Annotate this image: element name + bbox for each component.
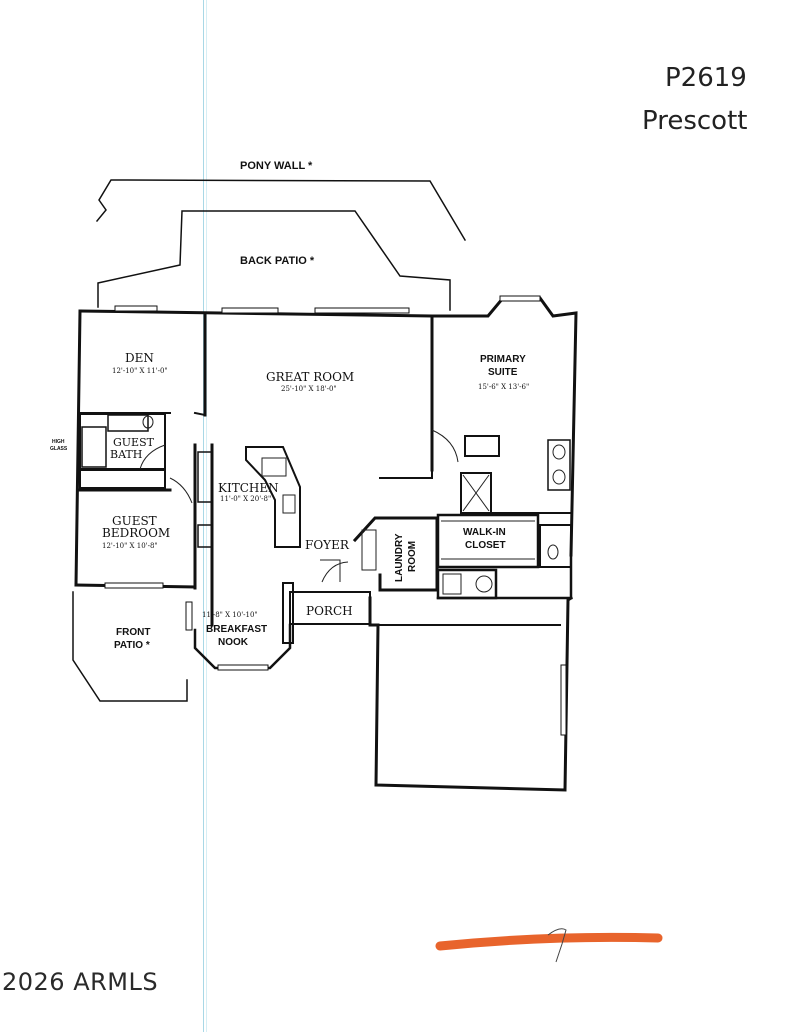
dryer	[475, 575, 493, 593]
guest-bedroom-label-1: GUEST	[112, 514, 157, 528]
guest-bath-toilet	[142, 415, 154, 429]
hall-closet	[79, 469, 166, 489]
nook-side-window	[185, 601, 193, 631]
garage-walls	[368, 595, 574, 792]
primary-suite-label-1: PRIMARY	[480, 354, 526, 365]
kitchen-label: KITCHEN	[218, 481, 279, 495]
den-door-jamb	[193, 411, 207, 417]
pony-wall	[95, 179, 467, 242]
blue-guide-line	[203, 0, 204, 1032]
foyer-closet-door	[320, 559, 341, 582]
guest-bath-tub	[81, 426, 107, 468]
breakfast-nook-label-1: BREAKFAST	[206, 624, 267, 635]
den-label: DEN	[125, 351, 154, 365]
guest-bedroom-label-2: BEDROOM	[102, 526, 170, 540]
hall-door-swing	[169, 477, 193, 504]
window-3	[314, 307, 410, 314]
primary-toilet-room	[539, 524, 572, 568]
front-patio-label-2: PATIO *	[114, 640, 150, 651]
laundry-room-label-2: ROOM	[407, 541, 418, 572]
primary-sink-1	[552, 444, 566, 460]
laundry-room-label-1: LAUNDRY	[394, 533, 405, 582]
primary-shower-x2	[462, 474, 490, 512]
guest-bath-vanity	[107, 414, 149, 432]
den-dimensions: 12'-10" X 11'-0"	[112, 367, 168, 375]
foyer-label: FOYER	[305, 538, 350, 552]
kitchen-dishwasher	[282, 494, 296, 514]
primary-suite-dimensions: 15'-6" X 13'-6"	[478, 383, 529, 391]
west-wall	[74, 309, 82, 587]
guest-bedroom-dimensions: 12'-10" X 10'-8"	[102, 542, 158, 550]
primary-sink-2	[552, 469, 566, 485]
washer	[442, 573, 462, 595]
kitchen-counter-west	[197, 451, 213, 503]
back-patio-outline	[97, 210, 451, 311]
watermark: 2026 ARMLS	[2, 968, 159, 996]
front-patio-label-1: FRONT	[116, 627, 150, 638]
primary-suite-label-2: SUITE	[488, 367, 518, 378]
primary-toilet	[547, 544, 559, 560]
breakfast-nook-dimensions: 11'-8" X 10'-10"	[202, 611, 258, 619]
nook-window	[217, 664, 269, 671]
blue-guide-line-shadow	[206, 0, 207, 1032]
back-patio-label: BACK PATIO *	[240, 255, 315, 267]
laundry-counter	[361, 529, 377, 571]
marker-stroke	[435, 932, 663, 951]
porch-label: PORCH	[306, 604, 353, 618]
primary-bath-door-swing	[431, 429, 459, 463]
walk-in-closet-walls	[436, 513, 540, 569]
porch-column	[282, 582, 294, 644]
guest-bath-label-1: GUEST	[113, 436, 155, 449]
primary-vanity	[547, 439, 571, 491]
kitchen-sink	[261, 457, 287, 477]
guest-bedroom-window	[104, 582, 164, 589]
primary-bath-closet	[464, 435, 500, 457]
guest-bath-door-swing	[139, 444, 166, 470]
window-bay	[499, 295, 541, 302]
foyer-door-swing	[321, 561, 349, 583]
window-1	[114, 305, 158, 312]
breakfast-nook-label-2: NOOK	[218, 637, 249, 648]
walk-in-closet-label-2: CLOSET	[465, 540, 506, 551]
great-room-dimensions: 25'-10" X 18'-0"	[281, 385, 337, 393]
kitchen-pantry	[197, 524, 213, 548]
high-glass-label-2: GLASS	[50, 446, 68, 452]
pen-scribble	[547, 928, 567, 963]
high-glass-label-1: HIGH	[52, 439, 65, 445]
kitchen-dimensions: 11'-0" X 20'-8"	[220, 495, 271, 503]
kitchen-island	[245, 446, 301, 548]
plan-code: P2619	[665, 63, 747, 93]
front-patio-outline	[72, 591, 188, 702]
plan-name: Prescott	[642, 106, 747, 136]
garage-door-opening	[560, 664, 567, 736]
pony-wall-label: PONY WALL *	[240, 160, 313, 172]
great-room-label: GREAT ROOM	[266, 370, 354, 384]
guest-bath-label-2: BATH	[110, 448, 142, 461]
walk-in-closet-label-1: WALK-IN	[463, 527, 506, 538]
window-2	[221, 307, 279, 314]
